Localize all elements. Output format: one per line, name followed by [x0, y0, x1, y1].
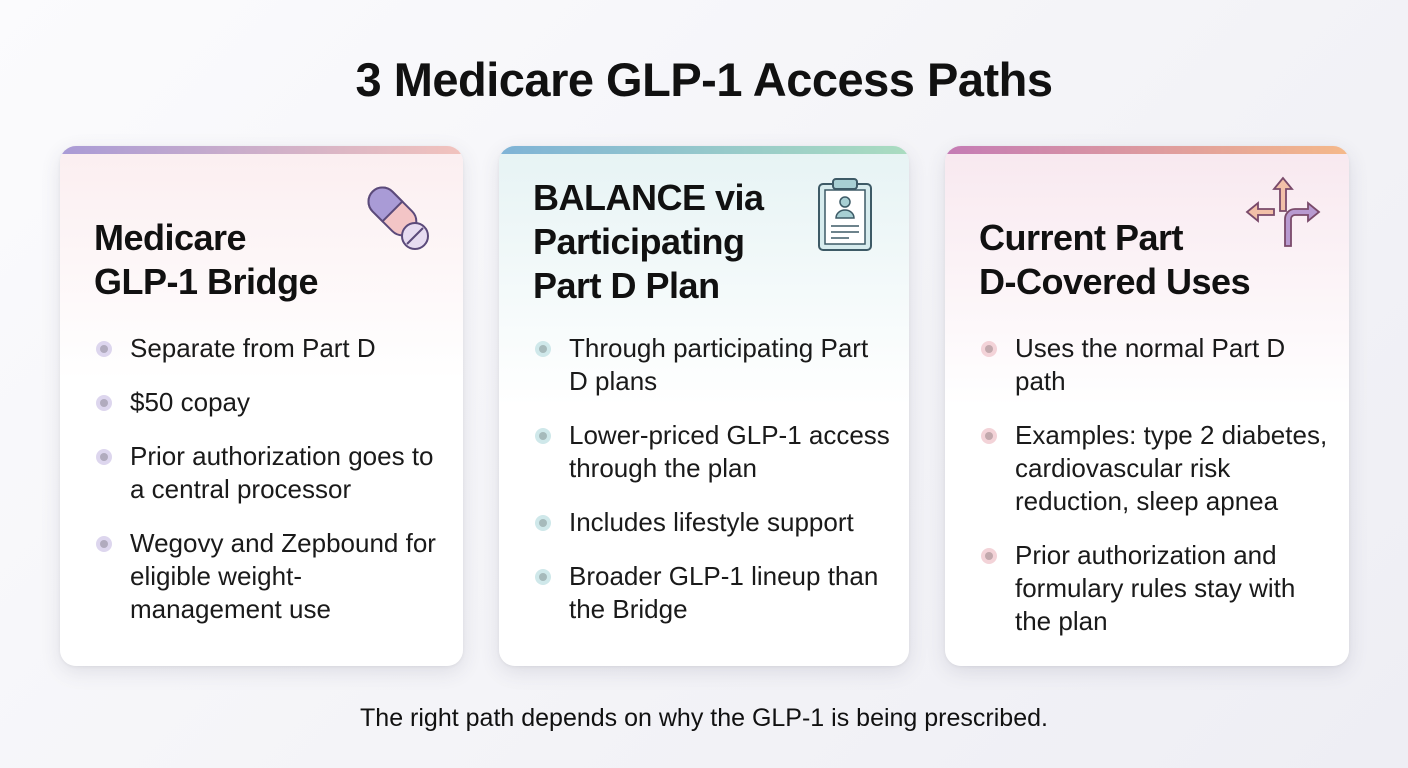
- bullet-list: Uses the normal Part D path Examples: ty…: [979, 332, 1331, 659]
- list-item: Prior authorization goes to a central pr…: [94, 440, 445, 506]
- bullet-text: Separate from Part D: [130, 333, 376, 363]
- card-title-line: Medicare: [94, 217, 247, 258]
- bullet-text: Wegovy and Zepbound for eligible weight-…: [130, 528, 436, 624]
- list-item: Separate from Part D: [94, 332, 445, 365]
- list-item: Includes lifestyle support: [533, 506, 891, 539]
- card-title-line: GLP-1 Bridge: [94, 261, 319, 302]
- bullet-dot: [535, 428, 551, 444]
- bullet-text: Includes lifestyle support: [569, 507, 854, 537]
- card-title-line: D-Covered Uses: [979, 261, 1251, 302]
- list-item: Wegovy and Zepbound for eligible weight-…: [94, 527, 445, 626]
- bullet-text: Uses the normal Part D path: [1015, 333, 1286, 396]
- page-title: 3 Medicare GLP-1 Access Paths: [355, 53, 1053, 106]
- card-medicare-bridge: Medicare GLP-1 Bridge Separate from Part…: [60, 146, 463, 666]
- card-title-line: BALANCE via: [533, 177, 764, 218]
- card-title: Current Part D-Covered Uses: [979, 216, 1251, 304]
- bullet-list: Separate from Part D $50 copay Prior aut…: [94, 332, 445, 647]
- card-balance: BALANCE via Participating Part D Plan Th…: [499, 146, 909, 666]
- bullet-text: Lower-priced GLP-1 access through the pl…: [569, 420, 890, 483]
- list-item: Examples: type 2 diabetes, cardiovascula…: [979, 419, 1331, 518]
- card-accent-bar: [60, 146, 463, 154]
- bullet-text: Examples: type 2 diabetes, cardiovascula…: [1015, 420, 1328, 516]
- bullet-text: Prior authorization goes to a central pr…: [130, 441, 434, 504]
- bullet-text: Broader GLP-1 lineup than the Bridge: [569, 561, 879, 624]
- bullet-dot: [96, 341, 112, 357]
- list-item: Through participating Part D plans: [533, 332, 891, 398]
- bullet-dot: [96, 449, 112, 465]
- card-title: Medicare GLP-1 Bridge: [94, 216, 319, 304]
- bullet-dot: [535, 569, 551, 585]
- bullet-dot: [981, 428, 997, 444]
- list-item: Lower-priced GLP-1 access through the pl…: [533, 419, 891, 485]
- bullet-dot: [981, 548, 997, 564]
- card-title-line: Part D Plan: [533, 265, 720, 306]
- card-title-line: Current Part: [979, 217, 1184, 258]
- bullet-dot: [96, 536, 112, 552]
- bullet-text: Prior authorization and formulary rules …: [1015, 540, 1296, 636]
- bullet-dot: [96, 395, 112, 411]
- list-item: $50 copay: [94, 386, 445, 419]
- bullet-dot: [535, 515, 551, 531]
- clipboard-icon: [818, 178, 872, 251]
- list-item: Broader GLP-1 lineup than the Bridge: [533, 560, 891, 626]
- pill-icon: [367, 186, 429, 250]
- split-arrows-icon: [1245, 176, 1321, 247]
- bullet-text: $50 copay: [130, 387, 250, 417]
- list-item: Uses the normal Part D path: [979, 332, 1331, 398]
- bullet-text: Through participating Part D plans: [569, 333, 869, 396]
- card-accent-bar: [499, 146, 909, 154]
- bullet-dot: [981, 341, 997, 357]
- card-title-line: Participating: [533, 221, 745, 262]
- card-title: BALANCE via Participating Part D Plan: [533, 176, 764, 308]
- bullet-list: Through participating Part D plans Lower…: [533, 332, 891, 647]
- card-part-d-uses: Current Part D-Covered Uses Uses the nor…: [945, 146, 1349, 666]
- footer-note: The right path depends on why the GLP-1 …: [360, 704, 1048, 732]
- bullet-dot: [535, 341, 551, 357]
- list-item: Prior authorization and formulary rules …: [979, 539, 1331, 638]
- card-accent-bar: [945, 146, 1349, 154]
